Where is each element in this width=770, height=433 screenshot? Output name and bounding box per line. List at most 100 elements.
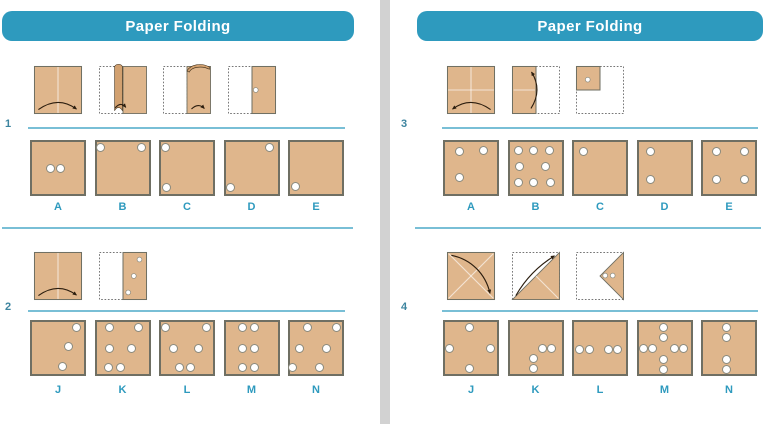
fold-step-4-folded-right-half-punched <box>224 62 280 118</box>
answer-option-A[interactable] <box>30 140 86 196</box>
answer-option-M[interactable] <box>223 320 280 376</box>
question-number: 4 <box>401 301 408 313</box>
answer-option-A[interactable] <box>443 140 499 196</box>
punched-hole <box>454 173 464 183</box>
answer-option-J[interactable] <box>443 320 499 376</box>
punched-hole <box>658 354 668 364</box>
fold-step-3-left-half-folding-curl <box>159 62 215 118</box>
punched-hole <box>249 363 259 373</box>
answer-option-L[interactable] <box>159 320 215 376</box>
option-paper-square <box>701 320 757 376</box>
steps-underline <box>442 127 758 129</box>
punched-hole <box>126 343 136 353</box>
option-paper-square <box>30 320 86 376</box>
fold-step-1-square-vertical-crease-fold-right <box>30 248 86 304</box>
option-paper-square <box>288 140 344 196</box>
punched-hole <box>45 164 55 174</box>
answer-option-K[interactable] <box>507 320 564 376</box>
punched-hole <box>322 343 332 353</box>
answer-option-E[interactable] <box>701 140 757 196</box>
option-label-E: E <box>312 201 320 213</box>
fold-step-1-square-vertical-crease-fold-right <box>30 62 86 118</box>
punched-hole <box>514 162 524 172</box>
option-paper-square <box>94 320 151 376</box>
question-number: 2 <box>5 301 12 313</box>
punched-hole <box>63 341 73 351</box>
punched-hole <box>638 344 648 354</box>
punched-hole <box>579 146 589 156</box>
answer-option-C[interactable] <box>159 140 215 196</box>
option-label-K: K <box>118 384 127 396</box>
fold-step-2-bottom-right-triangle-fold-up <box>508 248 564 304</box>
punched-hole <box>202 322 212 332</box>
option-paper-square <box>636 320 693 376</box>
punched-hole <box>528 363 538 373</box>
option-label-L: L <box>183 384 191 396</box>
answer-option-N[interactable] <box>701 320 757 376</box>
question-separator-line <box>2 227 353 229</box>
punched-hole <box>721 354 731 364</box>
option-paper-square <box>507 320 564 376</box>
answer-option-L[interactable] <box>572 320 628 376</box>
option-paper-square <box>443 320 499 376</box>
fold-step-1-square-diagonal-creases-fold-corner <box>443 248 499 304</box>
punched-hole <box>711 146 721 156</box>
punched-hole <box>186 363 196 373</box>
punched-hole <box>514 177 524 187</box>
fold-step-3-folded-right-triangle-punched <box>572 248 628 304</box>
punched-hole <box>294 343 304 353</box>
right-panel-title-banner: Paper Folding <box>417 11 763 41</box>
steps-underline <box>28 310 345 312</box>
option-label-M: M <box>659 384 670 396</box>
punched-hole <box>514 146 524 156</box>
punched-hole <box>105 323 115 333</box>
option-label-L: L <box>596 384 604 396</box>
fold-step-3-folded-quarter-punched <box>572 62 628 118</box>
option-label-C: C <box>183 201 191 213</box>
option-label-A: A <box>467 201 475 213</box>
punched-hole <box>137 142 147 152</box>
fold-step-2-left-half-fold-up <box>508 62 564 118</box>
punched-hole <box>541 162 551 172</box>
answer-option-C[interactable] <box>572 140 628 196</box>
option-label-J: J <box>467 384 475 396</box>
punched-hole <box>464 363 474 373</box>
punched-hole <box>56 164 66 174</box>
punched-hole <box>603 344 613 354</box>
option-paper-square <box>507 140 564 196</box>
fold-step-1-square-cross-crease-fold-left <box>443 62 499 118</box>
answer-option-J[interactable] <box>30 320 86 376</box>
punched-hole <box>529 177 539 187</box>
question-number: 1 <box>5 118 12 130</box>
punched-hole <box>249 343 259 353</box>
punched-hole <box>226 183 236 193</box>
answer-option-D[interactable] <box>223 140 280 196</box>
answer-option-M[interactable] <box>636 320 693 376</box>
answer-option-E[interactable] <box>288 140 344 196</box>
punched-hole <box>71 322 81 332</box>
punched-hole <box>303 322 313 332</box>
answer-option-D[interactable] <box>636 140 693 196</box>
option-label-J: J <box>54 384 62 396</box>
punched-hole <box>161 142 171 152</box>
option-paper-square <box>223 140 280 196</box>
punched-hole <box>739 146 749 156</box>
answer-option-K[interactable] <box>94 320 151 376</box>
answer-option-B[interactable] <box>507 140 564 196</box>
punched-hole <box>249 322 259 332</box>
punched-hole <box>104 363 113 373</box>
answer-option-B[interactable] <box>94 140 151 196</box>
left-panel-title: Paper Folding <box>125 17 231 35</box>
option-paper-square <box>572 320 628 376</box>
punched-hole <box>739 175 749 185</box>
answer-option-N[interactable] <box>287 320 344 376</box>
punched-hole <box>478 145 488 155</box>
punched-hole <box>575 344 585 354</box>
punched-hole <box>528 353 538 363</box>
punched-hole <box>658 364 668 374</box>
punched-hole <box>537 344 547 354</box>
option-label-M: M <box>246 384 257 396</box>
punched-hole <box>547 344 557 354</box>
